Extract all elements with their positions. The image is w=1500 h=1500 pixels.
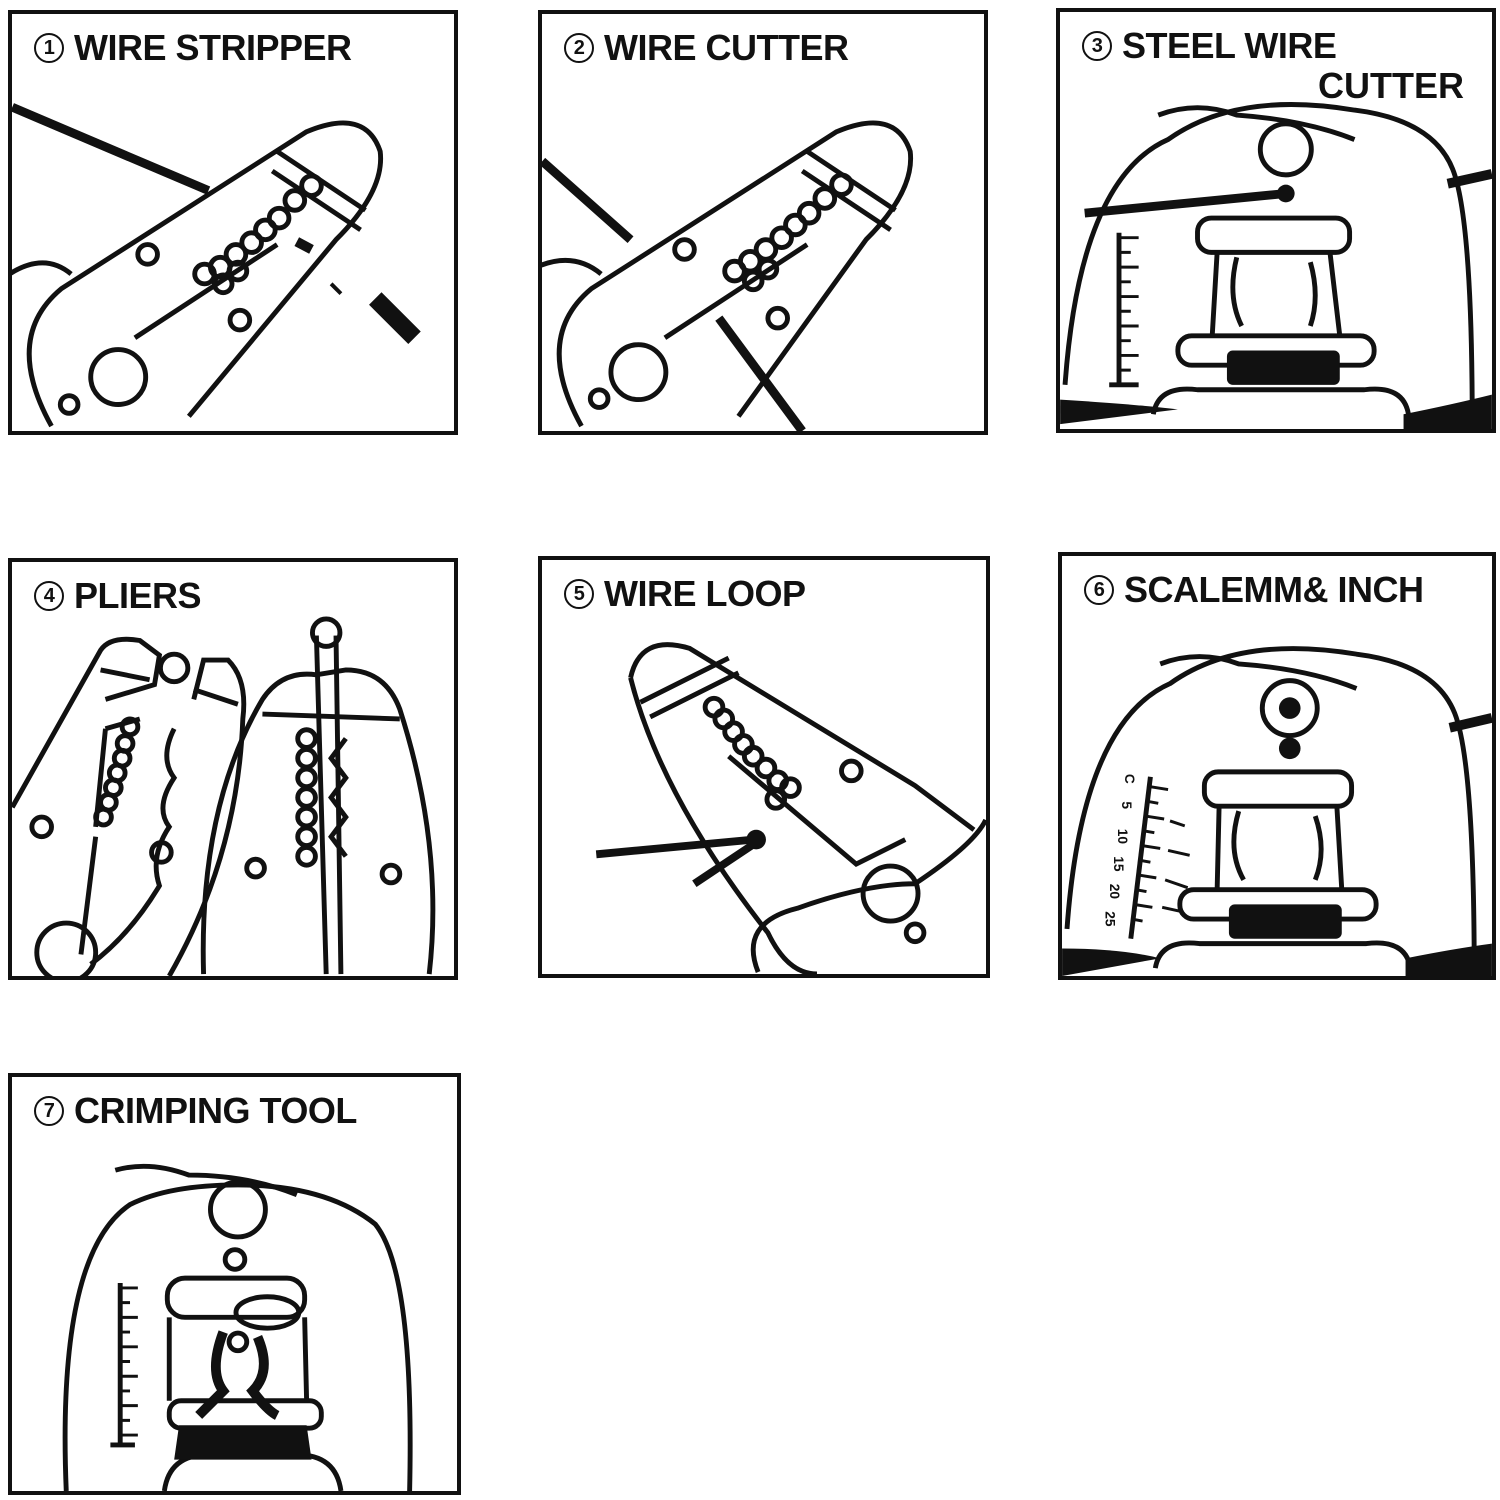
panel-wire-loop: 5 WIRE LOOP — [538, 556, 990, 978]
panel-title: 3 STEEL WIRE — [1082, 25, 1341, 66]
panel-title: 6 SCALEMM& INCH — [1084, 569, 1428, 610]
pliers-icon — [12, 616, 436, 976]
scale-label: 20 — [1107, 884, 1122, 900]
panel-number: 4 — [34, 581, 64, 611]
panel-number: 3 — [1082, 31, 1112, 61]
panel-number: 7 — [34, 1096, 64, 1126]
panel-label: PLIERS — [74, 575, 202, 616]
panel-label: WIRE LOOP — [604, 573, 806, 614]
scale-icon: C 5 10 15 20 25 — [1062, 646, 1492, 976]
panel-title: 7 CRIMPING TOOL — [34, 1093, 361, 1129]
panel-label: WIRE CUTTER — [604, 27, 849, 68]
panel-steel-wire-cutter: 3 STEEL WIRE CUTTER — [1056, 8, 1496, 433]
panel-label: CRIMPING TOOL — [74, 1090, 357, 1131]
wire-stripper-icon — [12, 103, 421, 428]
panel-pliers: 4 PLIERS — [8, 558, 458, 980]
panel-number: 1 — [34, 33, 64, 63]
panel-title: 4 PLIERS — [34, 575, 206, 616]
scale-label: 5 — [1119, 801, 1134, 809]
panel-number: 5 — [564, 579, 594, 609]
scale-label: 10 — [1115, 829, 1130, 845]
panel-title: 1 WIRE STRIPPER — [34, 30, 356, 66]
panel-label-line2: CUTTER — [1318, 65, 1464, 106]
panel-number: 2 — [564, 33, 594, 63]
steel-wire-cutter-icon — [1060, 102, 1492, 429]
panel-title: 2 WIRE CUTTER — [564, 27, 853, 68]
panel-crimping-tool: 7 CRIMPING TOOL — [8, 1073, 461, 1495]
panel-wire-stripper: 1 WIRE STRIPPER — [8, 10, 458, 435]
panel-label: WIRE STRIPPER — [74, 27, 352, 68]
panel-title: 5 WIRE LOOP — [564, 576, 810, 612]
crimping-tool-icon — [62, 1163, 413, 1491]
panel-wire-cutter: 2 WIRE CUTTER — [538, 10, 988, 435]
panel-label: STEEL WIRE — [1122, 25, 1337, 66]
panel-scale: 6 SCALEMM& INCH C 5 10 15 20 25 — [1058, 552, 1496, 980]
scale-label: 25 — [1102, 911, 1117, 927]
wire-loop-icon — [595, 642, 986, 974]
panel-number: 6 — [1084, 575, 1114, 605]
panel-label: SCALEMM& INCH — [1124, 569, 1424, 610]
scale-label: 15 — [1111, 856, 1126, 872]
wire-cutter-icon — [542, 120, 914, 431]
scale-label: C — [1122, 774, 1137, 784]
